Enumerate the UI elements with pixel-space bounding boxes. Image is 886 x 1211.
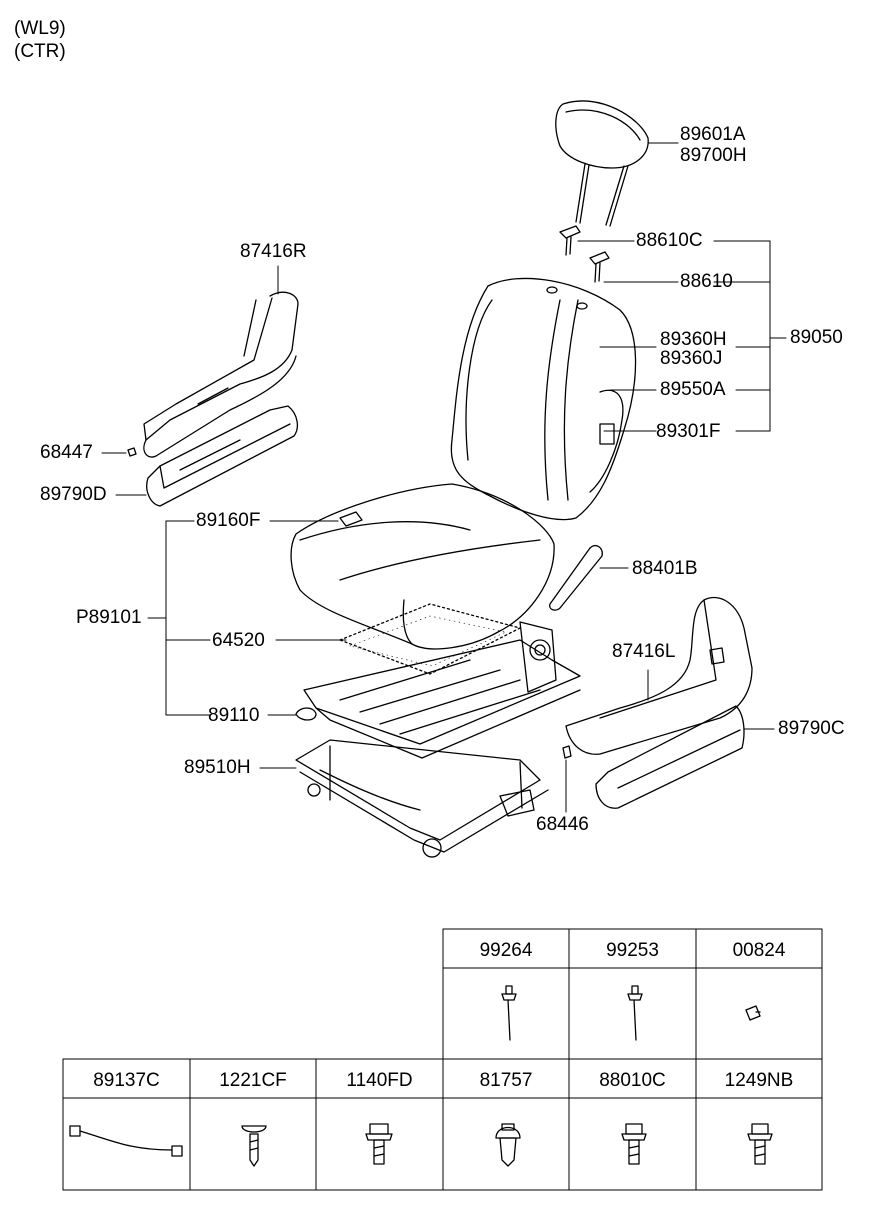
seat-track-part — [295, 739, 549, 858]
trim-right-part — [146, 405, 299, 507]
rivet-icon-99253 — [627, 985, 643, 1041]
hardware-label-bottom-5: 88010C — [599, 1070, 666, 1091]
hardware-label-bottom-6: 1249NB — [724, 1070, 794, 1091]
bolt-icon-88010C — [621, 1123, 647, 1165]
seat-back-part — [450, 277, 637, 521]
shield-right-part — [143, 291, 299, 458]
callout-headrest-a: 89601A — [680, 124, 746, 145]
model-code: (WL9) — [14, 18, 66, 39]
hardware-label-top-3: 00824 — [732, 940, 786, 961]
callout-cap-r: 68447 — [40, 442, 93, 463]
callout-back-cover-a: 89360H — [660, 329, 727, 350]
trim-left-part — [595, 705, 745, 809]
cap-right-part — [127, 447, 137, 457]
bolt-icon-1140FD — [365, 1123, 393, 1165]
callout-back-pad: 89550A — [660, 379, 726, 400]
callout-shield-r: 87416R — [240, 241, 307, 262]
headrest-part — [555, 100, 649, 227]
hardware-label-bottom-2: 1221CF — [219, 1070, 287, 1091]
lever-part — [549, 544, 603, 611]
cap-left-part — [562, 745, 572, 759]
callout-guide-c: 88610C — [636, 230, 703, 251]
callout-back-frame: 89301F — [656, 421, 721, 442]
callout-track: 89510H — [184, 757, 251, 778]
rivet-icon-99264 — [501, 985, 517, 1041]
callout-trim-l: 89790C — [778, 718, 845, 739]
shield-left-part — [565, 596, 753, 755]
hardware-label-bottom-3: 1140FD — [346, 1070, 413, 1091]
callout-headrest-b: 89700H — [680, 145, 747, 166]
heater-mat-part — [339, 603, 521, 675]
hardware-label-top-2: 99253 — [606, 940, 659, 961]
clip-icon-00824 — [745, 1005, 761, 1021]
callout-back-cover-b: 89360J — [660, 348, 723, 369]
callout-cap-l: 68446 — [536, 814, 589, 835]
callout-shield-l: 87416L — [612, 641, 676, 662]
callout-cushion-frame: 89110 — [208, 705, 260, 726]
seat-position: (CTR) — [14, 41, 66, 62]
callout-back-assy: 89050 — [790, 327, 843, 348]
callout-heater: 64520 — [212, 630, 265, 651]
guide-parts — [559, 225, 610, 283]
hardware-table-grid — [62, 928, 823, 1191]
cushion-frame-part — [295, 621, 581, 759]
callout-lever: 88401B — [632, 558, 698, 579]
hardware-label-bottom-1: 89137C — [93, 1070, 160, 1091]
screw-icon-1221CF — [241, 1125, 267, 1167]
callout-cushion-cover: 89160F — [196, 510, 261, 531]
callout-cushion-assy: P89101 — [76, 607, 142, 628]
push-clip-icon-81757 — [495, 1123, 521, 1167]
hardware-label-bottom-4: 81757 — [479, 1070, 533, 1091]
leader-lines — [101, 142, 787, 813]
callout-trim-r: 89790D — [40, 484, 107, 505]
wire-harness-icon — [69, 1125, 183, 1157]
seat-cushion-part — [290, 483, 555, 650]
hardware-label-top-1: 99264 — [479, 940, 533, 961]
callout-guide: 88610 — [680, 271, 733, 292]
bolt-icon-1249NB — [747, 1123, 773, 1165]
